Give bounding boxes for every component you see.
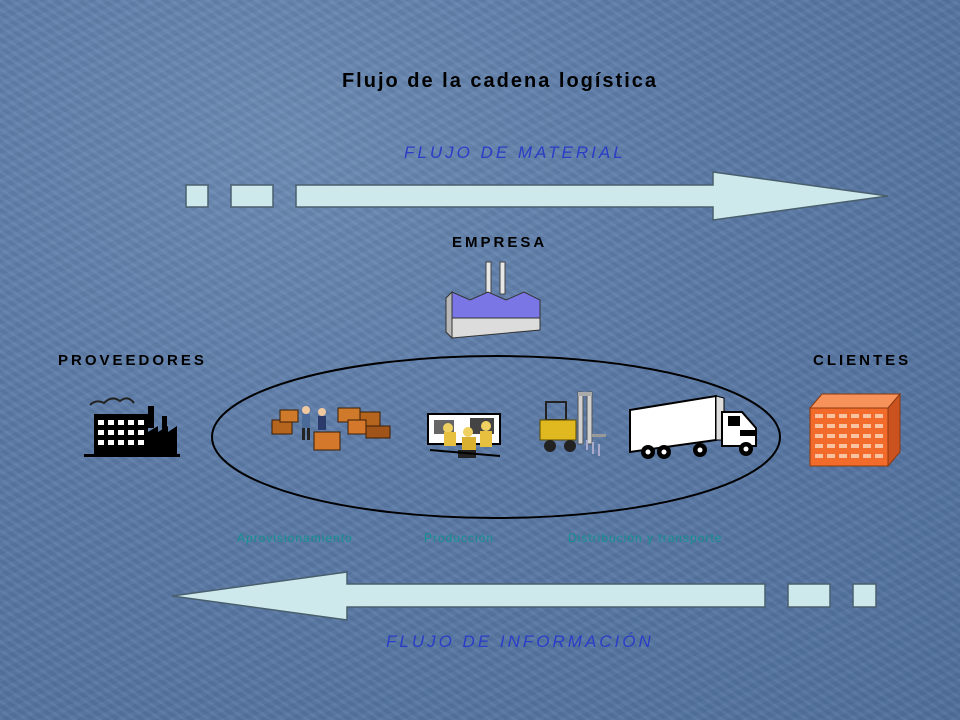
material-flow-arrow: [185, 171, 889, 221]
company-process-ellipse: [211, 355, 781, 519]
stage-label-production: Producción: [424, 531, 495, 545]
production-workers-icon: [427, 413, 501, 458]
information-flow-arrow: [171, 571, 877, 621]
suppliers-label: PROVEEDORES: [58, 352, 207, 369]
company-factory-icon: [445, 261, 541, 340]
diagram-title: Flujo de la cadena logística: [341, 70, 659, 92]
stage-label-distribution: Distribución y transporte: [568, 531, 723, 545]
customers-building-icon: [808, 392, 902, 468]
customers-label: CLIENTES: [813, 352, 912, 369]
company-label: EMPRESA: [452, 234, 548, 251]
procurement-boxes-icon: [271, 406, 391, 451]
suppliers-factory-icon: [84, 397, 180, 457]
material-flow-label: FLUJO DE MATERIAL: [404, 143, 626, 162]
information-flow-label: FLUJO DE INFORMACIÓN: [386, 632, 654, 651]
forklift-icon: [539, 391, 606, 456]
truck-icon: [629, 394, 757, 459]
stage-label-procurement: Aprovisionamiento: [237, 531, 353, 545]
